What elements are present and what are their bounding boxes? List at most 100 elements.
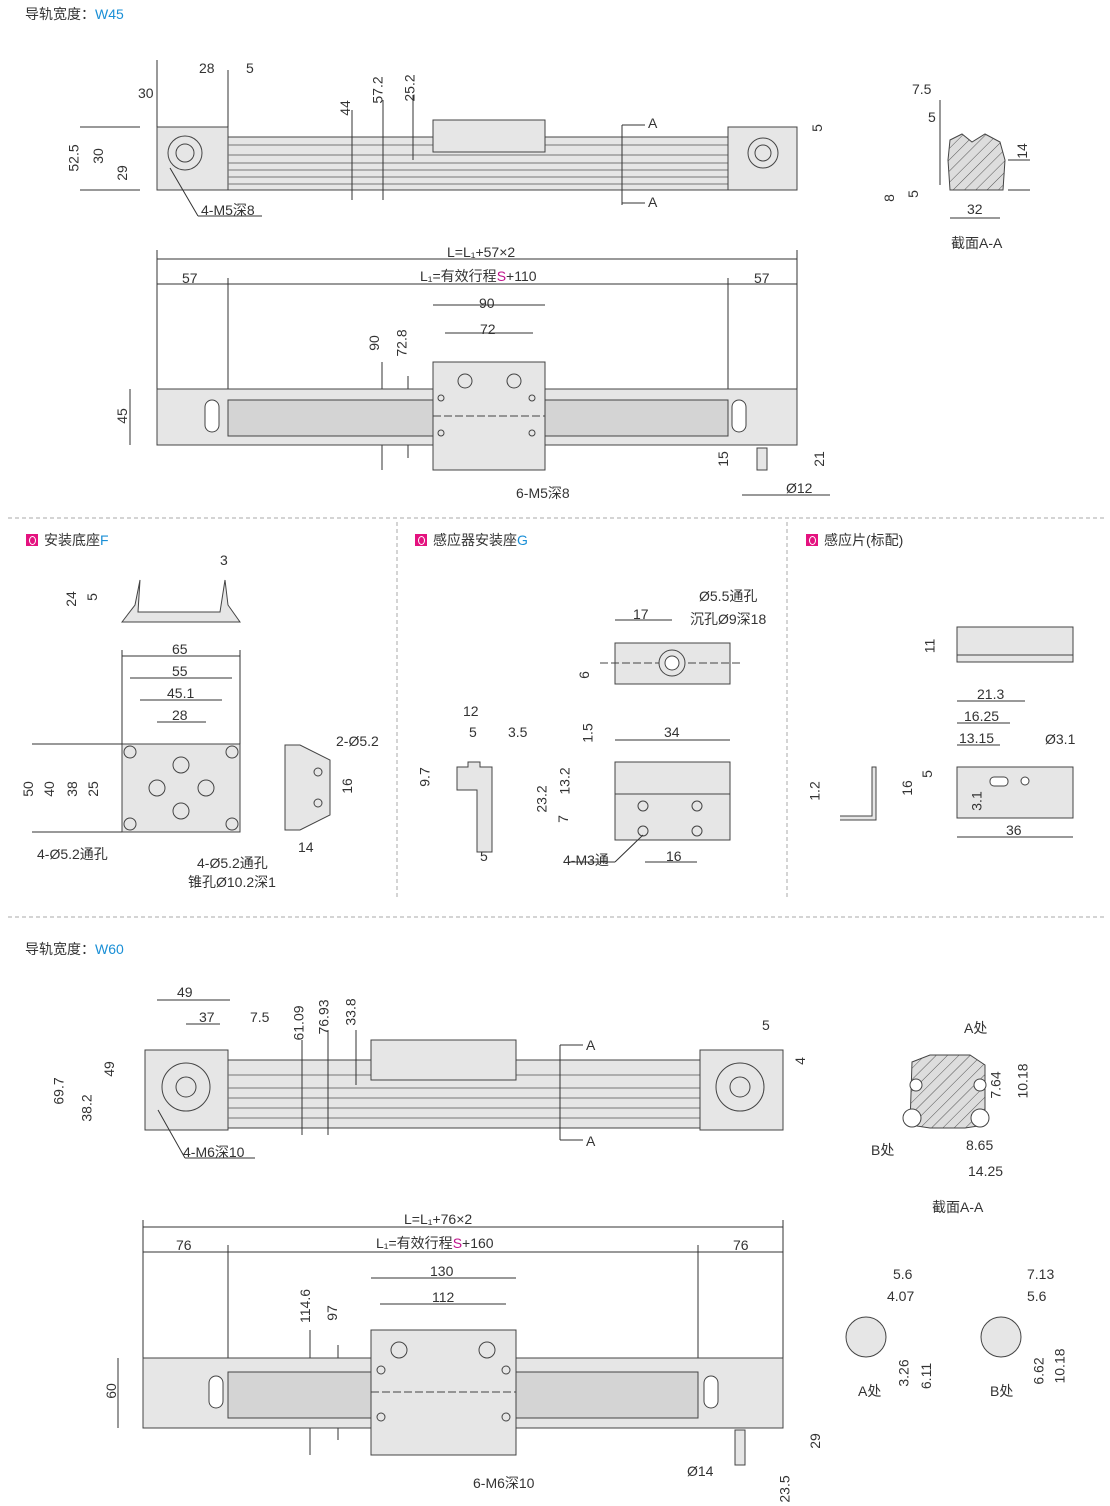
dim-label: 38 <box>63 781 80 797</box>
section-marker: A <box>648 194 658 210</box>
sensor-plate-drawing <box>840 626 1074 838</box>
dim-label: 130 <box>430 1263 454 1279</box>
detail-a-drawing <box>845 1316 887 1358</box>
w60-front-view <box>117 1220 784 1466</box>
dim-label: 55 <box>172 663 188 679</box>
dim-label: 25 <box>84 781 101 797</box>
total-length-label: L=L₁+76×2 <box>404 1211 473 1227</box>
dim-label: 3 <box>220 552 228 568</box>
dim-label: 23.2 <box>533 785 550 813</box>
header-text: 感应片(标配) <box>824 532 904 548</box>
dim-label: 49 <box>177 984 193 1000</box>
callout-label: Ø3.1 <box>1045 731 1076 747</box>
circle-bullet-icon <box>415 534 427 546</box>
dim-label: 6.62 <box>1030 1357 1047 1385</box>
dim-label: 1.2 <box>806 781 823 801</box>
dim-label: 57 <box>182 270 198 286</box>
dim-label: 37 <box>199 1009 215 1025</box>
dim-label: 57.2 <box>369 76 386 104</box>
rail-width-value: W60 <box>95 941 124 957</box>
dim-label: 13.2 <box>556 767 573 795</box>
dim-label: 12 <box>463 703 479 719</box>
dim-label: 24 <box>62 591 79 607</box>
callout-label: 4-M6深10 <box>183 1144 245 1160</box>
callout-label: A处 <box>964 1020 988 1036</box>
dim-label: 76.93 <box>315 999 332 1035</box>
dim-label: 30 <box>89 148 106 164</box>
rail-width-label: 导轨宽度： <box>25 6 95 22</box>
dim-label: 33.8 <box>342 998 359 1026</box>
dim-label: 52.5 <box>65 144 82 172</box>
dim-label: 7.5 <box>250 1009 270 1025</box>
callout-label: 4-M3通 <box>563 852 609 868</box>
callout-label: 沉孔Ø9深18 <box>690 611 767 627</box>
callout-label: B处 <box>871 1142 895 1158</box>
dim-label: 14 <box>1013 143 1030 159</box>
dim-label: 21 <box>810 451 827 467</box>
dim-label: 6 <box>575 671 592 679</box>
w60-top-view <box>144 999 784 1159</box>
dim-label: 36 <box>1006 822 1022 838</box>
rail-width-value: W45 <box>95 6 124 22</box>
w45-top-view <box>80 60 798 217</box>
detail-caption: B处 <box>990 1383 1014 1399</box>
dim-label: 32 <box>967 201 983 217</box>
dim-label: 5 <box>918 770 935 778</box>
w45-front-view <box>129 250 830 496</box>
dim-label: 5 <box>808 124 825 132</box>
dim-label: 5 <box>480 848 488 864</box>
callout-label: 4-Ø5.2通孔 <box>197 855 268 871</box>
sensor-plate-header: 感应片(标配) <box>806 532 903 548</box>
detail-caption: A处 <box>858 1383 882 1399</box>
dim-label: 50 <box>19 781 36 797</box>
dim-label: 38.2 <box>78 1094 95 1122</box>
dim-label: 69.7 <box>50 1077 67 1105</box>
section-marker: A <box>586 1037 596 1053</box>
dim-label: 44 <box>336 100 353 116</box>
dim-label: 90 <box>479 295 495 311</box>
dim-label: 3.26 <box>895 1359 912 1387</box>
base-f-drawing <box>32 579 331 833</box>
dim-label: 7 <box>554 815 571 823</box>
dim-label: 6.11 <box>918 1362 935 1390</box>
dim-label: 7.13 <box>1027 1266 1055 1282</box>
dim-label: 5 <box>469 724 477 740</box>
dim-label: 7.64 <box>987 1071 1004 1099</box>
dim-label: 15 <box>714 451 731 467</box>
stroke-prefix: L₁=有效行程 <box>376 1235 453 1251</box>
dim-label: 65 <box>172 641 188 657</box>
callout-label: 4-Ø5.2通孔 <box>37 846 108 862</box>
dim-label: 30 <box>138 85 154 101</box>
dim-label: 25.2 <box>401 74 418 102</box>
dim-label: 13.15 <box>959 730 995 746</box>
dim-label: 8 <box>880 194 897 202</box>
w45-section-a-a <box>947 133 1006 191</box>
dim-label: 90 <box>365 335 382 351</box>
dim-label: 3.5 <box>508 724 528 740</box>
rail-width-title-w45: 导轨宽度：W45 <box>25 6 124 22</box>
dim-label: 17 <box>633 606 649 622</box>
dim-label: 7.5 <box>912 81 932 97</box>
base-f-header: 安装底座F <box>26 532 109 548</box>
dim-label: 60 <box>102 1383 119 1399</box>
dim-label: 114.6 <box>297 1289 313 1323</box>
dim-label: Ø14 <box>687 1463 714 1479</box>
stroke-length-label: L₁=有效行程S+110 <box>420 268 537 284</box>
dim-label: 14.25 <box>968 1163 1004 1179</box>
dim-label: 16 <box>666 848 682 864</box>
callout-label: 4-M5深8 <box>201 202 255 218</box>
dim-label: 97 <box>323 1305 340 1321</box>
dim-label: 29 <box>113 165 130 181</box>
dim-label: 4 <box>791 1057 808 1065</box>
dim-label: Ø12 <box>786 480 813 496</box>
stroke-suffix: +110 <box>506 268 537 284</box>
dim-label: 5 <box>904 190 921 198</box>
header-code: G <box>517 532 528 548</box>
stroke-prefix: L₁=有效行程 <box>420 268 497 284</box>
dim-label: 40 <box>40 781 57 797</box>
section-marker: A <box>586 1133 596 1149</box>
dim-label: 28 <box>199 60 215 76</box>
dim-label: 3.1 <box>968 791 985 811</box>
dim-label: 1.5 <box>579 723 596 743</box>
dim-label: 10.18 <box>1051 1348 1068 1384</box>
